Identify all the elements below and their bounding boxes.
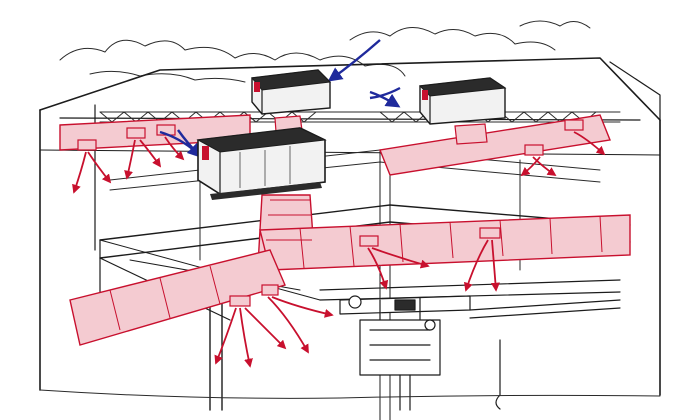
supply-duct-lower-left — [69, 249, 286, 346]
diffuser — [261, 284, 279, 296]
supply-duct-main — [259, 214, 631, 271]
floor-line — [39, 389, 661, 399]
diffuser — [77, 139, 97, 151]
airflow-arrow-icon — [72, 131, 606, 368]
rooftop-unit-right-back — [418, 77, 507, 145]
cloud-icon — [59, 20, 591, 83]
crane-icon — [339, 295, 621, 411]
diffuser — [564, 119, 584, 131]
supply-duct-back-right — [379, 114, 611, 176]
building-outline — [39, 57, 661, 396]
rooftop-unit-left-back — [251, 69, 332, 133]
diffuser — [524, 144, 544, 156]
rooftop-unit-icon — [196, 69, 507, 200]
diffuser-icon — [77, 119, 584, 307]
duct-icon — [59, 114, 631, 346]
diffuser — [126, 127, 146, 139]
diffuser — [229, 295, 251, 307]
rooftop-unit-front — [196, 127, 327, 200]
diffuser — [479, 227, 501, 239]
diffuser — [359, 235, 379, 247]
